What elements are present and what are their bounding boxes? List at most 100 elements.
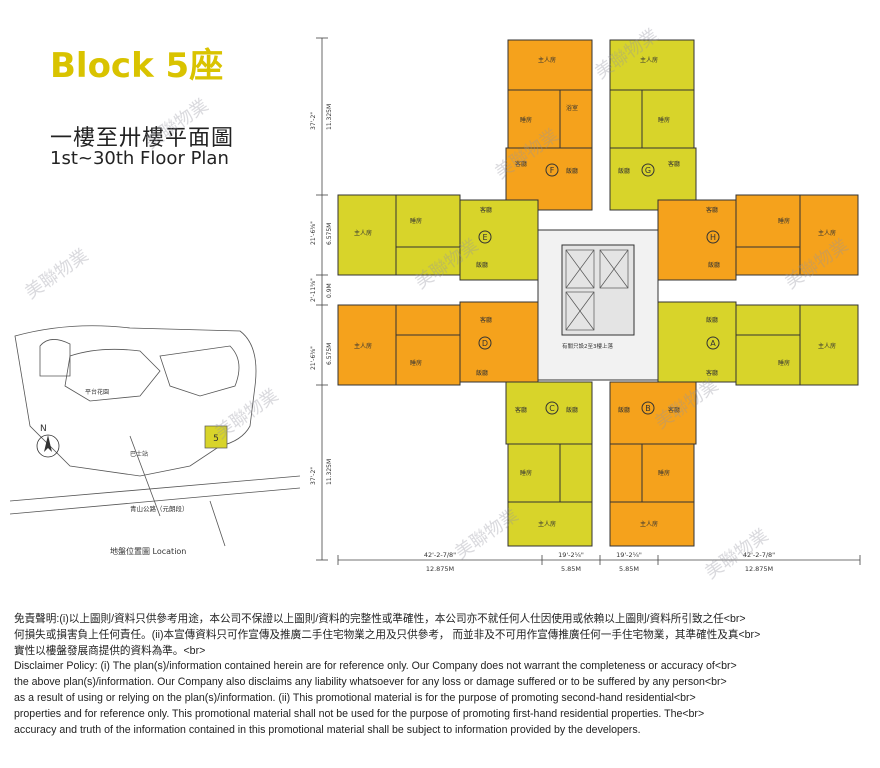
disclaimer-en-line: as a result of using or relying on the p…	[14, 691, 696, 704]
room-label: 客廳	[480, 206, 492, 214]
floor-plan-title-zh: 一樓至卅樓平面圖	[50, 126, 235, 151]
block-5-marker	[204, 425, 228, 449]
unit-a-living	[657, 301, 737, 383]
location-caption: 地盤位置圖 Location	[110, 546, 186, 556]
disclaimer: 免責聲明:(i)以上圖則/資料只供參考用途，本公司不保證以上圖則/資料的完整性或…	[14, 612, 874, 738]
dim-h-bot-1: 12.875M	[426, 565, 454, 573]
floor-plan-drawing: 37'-2" 11.325M 21'-6⅜" 6.575M 2'-11⅝" 0.…	[310, 37, 861, 573]
room-label: 客廳	[515, 160, 527, 168]
disclaimer-en-line: the above plan(s)/information. Our Compa…	[14, 676, 727, 689]
unit-marker-c: C	[545, 401, 559, 415]
room-label: 睡房	[658, 469, 670, 477]
dim-h-bot-2: 5.85M	[561, 565, 581, 573]
dim-v-8: 6.575M	[326, 343, 333, 365]
svg-text:F: F	[550, 166, 555, 175]
room-label: 主人房	[818, 229, 836, 237]
disclaimer-zh-line: 何損失或損害負上任何責任。(ii)本宣傳資料只可作宣傳及推廣二手住宅物業之用及只…	[14, 628, 761, 641]
unit-e-bath	[395, 246, 461, 276]
unit-e-master	[337, 194, 397, 276]
room-label: 飯廳	[566, 167, 578, 175]
unit-e-living	[459, 199, 539, 281]
svg-text:C: C	[549, 404, 555, 413]
unit-marker-a: A	[706, 336, 720, 350]
unit-marker-d: D	[478, 336, 492, 350]
dim-v-6: 0.9M	[326, 283, 333, 298]
disclaimer-en-line: accuracy and truth of the information co…	[14, 723, 641, 736]
room-label: 飯廳	[618, 406, 630, 414]
dim-v-7: 21'-6⅜"	[310, 346, 317, 370]
unit-a-master	[799, 304, 859, 386]
room-label: 主人房	[538, 56, 556, 64]
lift-shafts	[565, 249, 629, 331]
room-label: 睡房	[658, 116, 670, 124]
dim-h-bot-3: 5.85M	[619, 565, 639, 573]
room-label: 飯廳	[476, 369, 488, 377]
room-label: 主人房	[818, 342, 836, 350]
dim-h-top-2: 19'-2¼"	[558, 551, 584, 559]
dim-h-top-4: 42'-2-7/8"	[743, 551, 775, 559]
dim-v-10: 11.325M	[326, 459, 333, 485]
room-label: 飯廳	[476, 261, 488, 269]
dim-h-bot-4: 12.875M	[745, 565, 773, 573]
garden-label: 平台花園	[85, 388, 109, 396]
unit-b-bed1	[641, 443, 695, 503]
room-label: 客廳	[480, 316, 492, 324]
room-label: 睡房	[778, 217, 790, 225]
room-label: 飯廳	[618, 167, 630, 175]
unit-marker-b: B	[641, 401, 655, 415]
room-label: 主人房	[640, 520, 658, 528]
room-label: 飯廳	[708, 261, 720, 269]
room-label: 客廳	[515, 406, 527, 414]
room-label: 睡房	[520, 116, 532, 124]
room-label: 主人房	[538, 520, 556, 528]
dim-h-top-3: 19'-2¼"	[616, 551, 642, 559]
north-arrow: N	[36, 424, 60, 458]
room-label: 主人房	[640, 56, 658, 64]
unit-a-bath	[735, 304, 801, 336]
unit-h-bed1	[735, 194, 801, 248]
floor-plan-title-en: 1st~30th Floor Plan	[50, 148, 229, 169]
room-label: 客廳	[668, 406, 680, 414]
unit-marker-h: H	[706, 230, 720, 244]
disclaimer-zh-line: 免責聲明:(i)以上圖則/資料只供參考用途，本公司不保證以上圖則/資料的完整性或…	[14, 613, 746, 625]
svg-text:A: A	[710, 339, 716, 348]
unit-h-master	[799, 194, 859, 276]
svg-text:D: D	[482, 339, 488, 348]
disclaimer-en-line: properties and for reference only. This …	[14, 707, 705, 720]
block-title: Block 5座	[50, 46, 224, 86]
room-label: 主人房	[354, 229, 372, 237]
room-label: 客廳	[668, 160, 680, 168]
unit-a-bed1	[735, 334, 801, 386]
svg-text:G: G	[645, 166, 651, 175]
unit-h-bath	[735, 246, 801, 276]
block-5-number: 5	[213, 434, 219, 444]
unit-d-master	[337, 304, 397, 386]
svg-text:B: B	[645, 404, 651, 413]
watermark: 美聯物業	[21, 244, 93, 304]
room-label: 浴室	[566, 104, 578, 112]
svg-text:N: N	[40, 424, 47, 434]
room-label: 客廳	[706, 206, 718, 214]
room-label: 睡房	[778, 359, 790, 367]
room-label: 飯廳	[566, 406, 578, 414]
svg-text:E: E	[482, 233, 487, 242]
unit-g-bath	[609, 89, 643, 149]
unit-marker-g: G	[641, 163, 655, 177]
room-label: 睡房	[410, 217, 422, 225]
unit-f-master	[507, 39, 593, 91]
location-map: 5 N 平台花園 巴士站 青山公路（元朗段） 地盤位置圖 Location	[10, 325, 300, 556]
unit-c-bed1	[507, 443, 561, 503]
unit-b-master	[609, 501, 695, 547]
unit-e-bed1	[395, 194, 461, 248]
dim-h-top-1: 42'-2-7/8"	[424, 551, 456, 559]
unit-c-bath	[559, 443, 593, 503]
unit-marker-e: E	[478, 230, 492, 244]
bus-stop-label: 巴士站	[130, 450, 148, 458]
room-label: 客廳	[706, 369, 718, 377]
core-note: 有關只設2至3樓上落	[562, 342, 613, 350]
unit-c-master	[507, 501, 593, 547]
disclaimer-en-line: Disclaimer Policy: (i) The plan(s)/infor…	[14, 660, 737, 673]
unit-b-living	[609, 381, 697, 445]
disclaimer-zh-line: 實性以樓盤發展商提供的資料為準。<br>	[14, 644, 206, 657]
unit-d-bed1	[395, 334, 461, 386]
